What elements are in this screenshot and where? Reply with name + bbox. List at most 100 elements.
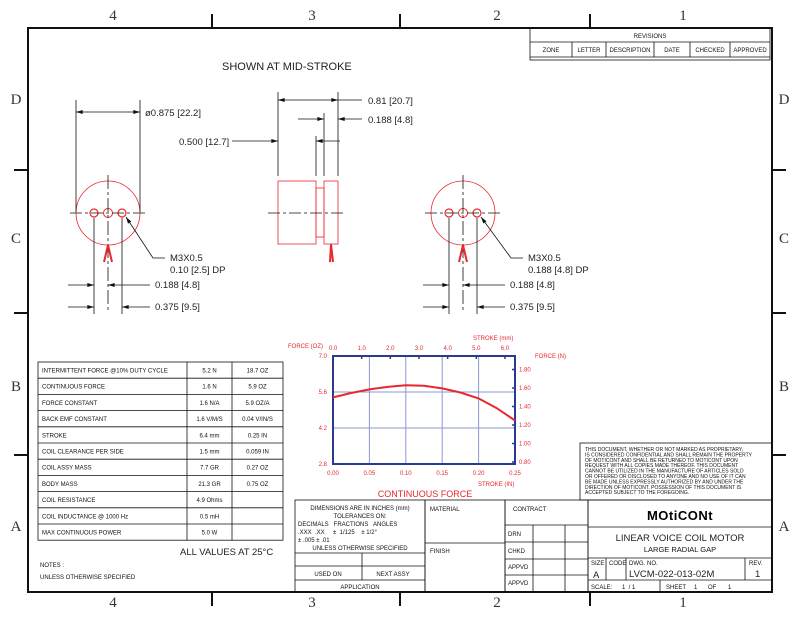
spec-label: COIL INDUCTANCE @ 1000 Hz	[42, 514, 128, 520]
spec-imperial: 18.7 OZ	[247, 369, 269, 375]
contract-block: CONTRACT DRN CHKD APPVD APPVD	[504, 499, 589, 593]
front-view-right: 0.188 [4.8] 0.375 [9.5] M3X0.5 0.188 [4.…	[423, 175, 589, 314]
x-tick-label: 0.20	[473, 471, 485, 477]
body-length-dimension: 0.500 [12.7]	[179, 137, 229, 148]
thread-depth-callout: 0.10 [2.5] DP	[170, 265, 225, 276]
spec-metric: 1.5 mm	[199, 450, 219, 456]
x2-tick-label: 0.0	[329, 346, 338, 352]
spec-metric: 4.9 Ohms	[196, 498, 222, 504]
side-view: 0.81 [20.7] 0.188 [4.8] 0.500 [12.7]	[179, 92, 413, 263]
rev-label: REV.	[749, 561, 763, 567]
proprietary-notice: THIS DOCUMENT, WHETHER OR NOT MARKED AS …	[579, 442, 773, 501]
drawing-subtitle: LARGE RADIAL GAP	[644, 545, 716, 554]
view-caption: SHOWN AT MID-STROKE	[222, 61, 352, 73]
zone-c-left: C	[11, 231, 21, 247]
y-tick-label: 7.0	[319, 354, 328, 360]
x-tick-label: 0.00	[327, 471, 339, 477]
zone-1-bottom: 1	[679, 595, 687, 611]
approved-label-1: APPVD	[508, 565, 529, 571]
dwg-no-value: LVCM-022-013-02M	[629, 569, 714, 580]
zone-3-bottom: 3	[308, 595, 316, 611]
spec-metric: 1.6 N/A	[199, 401, 219, 407]
proprietary-line: BE MADE UNLESS EXPRESSLY AUTHORIZED BY A…	[585, 479, 744, 485]
x-axis-label: STROKE (IN)	[478, 482, 514, 488]
proprietary-line: IS CONSIDERED CONFIDENTIAL AND SHALL REM…	[585, 452, 753, 458]
spec-imperial: 0.25 IN	[248, 433, 267, 439]
force-curve	[332, 384, 516, 422]
spec-label: MAX CONTINUOUS POWER	[42, 531, 122, 537]
checked-label: CHKD	[508, 549, 526, 555]
spec-metric: 5.0 W	[202, 531, 218, 537]
y2-tick-label: 1.20	[519, 423, 531, 429]
spec-row: MAX CONTINUOUS POWER 5.0 W	[42, 531, 218, 537]
sheet-label: SHEET	[666, 585, 686, 591]
x2-tick-label: 2.0	[386, 346, 395, 352]
x2-tick-label: 4.0	[443, 346, 452, 352]
proprietary-line: OR OFFERED OR DISCLOSED TO ANYONE AND NO…	[585, 474, 746, 480]
zone-2-bottom: 2	[493, 595, 501, 611]
tolerance-values: .XXX .XX ± 1/125 ± 1/2°	[298, 530, 378, 536]
rev-col-approved: APPROVED	[733, 48, 767, 54]
y-axis-label: FORCE (OZ)	[288, 344, 323, 350]
x2-tick-label: 1.0	[357, 346, 366, 352]
rev-col-zone: ZONE	[543, 48, 560, 54]
x2-tick-label: 3.0	[415, 346, 424, 352]
y-tick-label: 2.8	[319, 462, 328, 468]
zone-3-top: 3	[308, 8, 316, 24]
rev-value: 1	[755, 569, 760, 580]
spec-metric: 1.6 N	[202, 385, 216, 391]
x-tick-label: 0.10	[400, 471, 412, 477]
x2-tick-label: 5.0	[472, 346, 481, 352]
spec-label: BACK EMF CONSTANT	[42, 417, 107, 423]
notes-line: UNLESS OTHERWISE SPECIFIED	[40, 575, 136, 581]
spec-metric: 5.2 N	[202, 369, 216, 375]
specs-footnote: ALL VALUES AT 25°C	[180, 547, 273, 558]
title-block: MOtiCONt LINEAR VOICE COIL MOTOR LARGE R…	[587, 499, 773, 593]
diameter-dimension: ø0.875 [22.2]	[145, 108, 201, 119]
sheet-value: 1	[694, 585, 698, 591]
proprietary-line: REQUEST WITH ALL COPIES MADE THEREOF. TH…	[585, 463, 738, 469]
sheets-total: 1	[728, 585, 732, 591]
y2-axis-label: FORCE (N)	[535, 354, 566, 360]
spec-metric: 7.7 GR	[200, 466, 220, 472]
scale-value: 1 / 1	[622, 585, 636, 591]
tolerance-decimals: ± .005 ± .01	[298, 538, 330, 544]
spec-imperial: 0.04 V/IN/S	[242, 417, 273, 423]
rev-col-checked: CHECKED	[695, 48, 725, 54]
zone-a-right: A	[779, 519, 790, 535]
y-tick-label: 4.2	[319, 426, 328, 432]
next-assy-label: NEXT ASSY	[376, 572, 409, 578]
zone-4-top: 4	[109, 8, 117, 24]
y-tick-label: 5.6	[319, 390, 328, 396]
spec-imperial: 5.9 OZ	[248, 385, 267, 391]
application-label: APPLICATION	[340, 585, 379, 591]
rev-col-date: DATE	[664, 48, 680, 54]
approved-label-2: APPVD	[508, 581, 529, 587]
zone-1-top: 1	[679, 8, 687, 24]
spec-metric: 1.6 V/M/S	[196, 417, 222, 423]
scale-label: SCALE:	[591, 585, 613, 591]
drawn-label: DRN	[508, 532, 521, 538]
y2-tick-label: 1.00	[519, 442, 531, 448]
force-chart: FORCE (OZ) FORCE (N) STROKE (mm) STROKE …	[288, 336, 566, 499]
zone-labels: 4 3 2 1 4 3 2 1 D C B A D C B A	[11, 8, 790, 611]
spec-imperial: 0.75 OZ	[247, 482, 269, 488]
specs-border	[37, 361, 284, 541]
zone-d-left: D	[11, 92, 22, 108]
proprietary-line: ACCEPTED SUBJECT TO THE FOREGOING.	[585, 490, 689, 496]
spec-imperial: 0.27 OZ	[247, 466, 269, 472]
hole-pitch-dimension: 0.375 [9.5]	[155, 302, 200, 313]
material-block: MATERIAL FINISH	[424, 499, 506, 593]
length-dimension: 0.81 [20.7]	[368, 96, 413, 107]
revisions-title: REVISIONS	[634, 34, 667, 40]
zone-d-right: D	[779, 92, 790, 108]
of-label: OF	[708, 585, 717, 591]
right-thread-callout: M3X0.5	[528, 253, 561, 264]
